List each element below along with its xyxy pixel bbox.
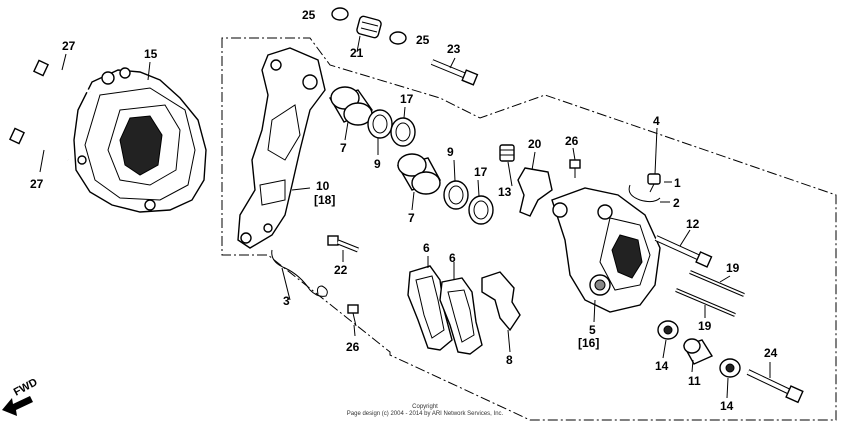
label-part-6-right: 6 — [449, 251, 456, 265]
brake-pad-part-6-left — [407, 265, 453, 351]
label-part-7-lower: 7 — [408, 211, 415, 225]
label-part-2: 2 — [673, 196, 680, 210]
brake-pad-part-6-right — [439, 277, 483, 355]
label-part-12: 12 — [686, 217, 700, 231]
boot-part-14-right — [719, 358, 741, 378]
boot-part-14-left — [657, 320, 679, 340]
label-part-17-upper: 17 — [400, 92, 414, 106]
label-part-13: 13 — [498, 185, 512, 199]
label-part-5-bracketed: [16] — [578, 336, 599, 350]
label-part-19-upper: 19 — [726, 261, 740, 275]
label-part-14-right: 14 — [720, 399, 734, 413]
label-part-7-upper: 7 — [340, 141, 347, 155]
label-part-26-upper: 26 — [565, 134, 579, 148]
bolt-part-27-lower — [9, 127, 69, 162]
label-part-5: 5 — [589, 323, 596, 337]
label-part-3: 3 — [283, 294, 290, 308]
label-part-14-left: 14 — [655, 359, 669, 373]
label-part-9-lower: 9 — [447, 145, 454, 159]
label-part-24: 24 — [764, 346, 778, 360]
label-part-11: 11 — [688, 374, 701, 388]
retainer-clip-part-2 — [628, 184, 661, 203]
label-part-10: 10 — [316, 179, 330, 193]
label-part-4: 4 — [653, 114, 660, 128]
label-part-8: 8 — [506, 353, 513, 367]
screw-part-26-lower — [347, 304, 359, 327]
seal-part-17-lower — [468, 195, 494, 225]
label-part-27-upper: 27 — [62, 39, 76, 53]
pin-bolt-part-12 — [654, 235, 713, 268]
piston-part-7-upper — [328, 86, 374, 126]
label-part-19-lower: 19 — [698, 319, 712, 333]
label-part-25-left: 25 — [302, 8, 316, 22]
bleeder-screw-part-1 — [647, 173, 661, 193]
label-part-25-right: 25 — [416, 33, 430, 47]
fwd-label: FWD — [12, 376, 40, 398]
label-part-10-bracketed: [18] — [314, 193, 335, 207]
label-part-17-lower: 17 — [474, 165, 488, 179]
label-part-15: 15 — [144, 47, 158, 61]
copyright-title: Copyright — [412, 404, 438, 410]
copyright-notice: Page design (c) 2004 - 2014 by ARI Netwo… — [347, 411, 504, 417]
piston-part-7-lower — [396, 153, 442, 195]
fwd-arrow-icon — [2, 396, 33, 416]
o-ring-part-25-left — [331, 7, 349, 21]
label-part-27-lower: 27 — [30, 177, 44, 191]
pin-part-19-lower — [675, 288, 736, 317]
pad-shim-part-8 — [481, 271, 521, 332]
caliper-body-part-15 — [73, 67, 207, 213]
bleeder-cap-part-13 — [499, 144, 515, 162]
seal-part-17-upper — [390, 117, 416, 147]
spring-wire-part-3 — [271, 249, 328, 297]
bolt-part-27-upper — [33, 59, 91, 94]
bolt-part-23 — [430, 59, 479, 86]
caliper-piston-body-part-5 — [551, 187, 661, 313]
label-part-9-upper: 9 — [374, 157, 381, 171]
sleeve-part-11 — [682, 338, 714, 365]
seal-part-9-upper — [367, 109, 393, 139]
bleeder-part-21 — [356, 15, 382, 39]
leader-lines — [39, 35, 771, 399]
pad-spring-part-20 — [517, 167, 553, 217]
label-part-1: 1 — [674, 176, 681, 190]
seal-part-9-lower — [443, 180, 469, 210]
caliper-bracket-part-10 — [237, 47, 326, 249]
bolt-part-22 — [327, 235, 359, 253]
screw-part-26-upper — [569, 159, 581, 178]
label-part-20: 20 — [528, 137, 542, 151]
label-part-21: 21 — [350, 46, 364, 60]
label-part-23: 23 — [447, 42, 461, 56]
forward-direction-indicator: FWD — [2, 376, 40, 416]
o-ring-part-25-right — [389, 31, 407, 45]
assembly-boundary-outline — [221, 37, 837, 421]
pin-part-19-upper — [689, 270, 745, 297]
label-part-6-left: 6 — [423, 241, 430, 255]
label-part-22: 22 — [334, 263, 348, 277]
bolt-part-24 — [746, 369, 804, 404]
label-part-26-lower: 26 — [346, 340, 360, 354]
